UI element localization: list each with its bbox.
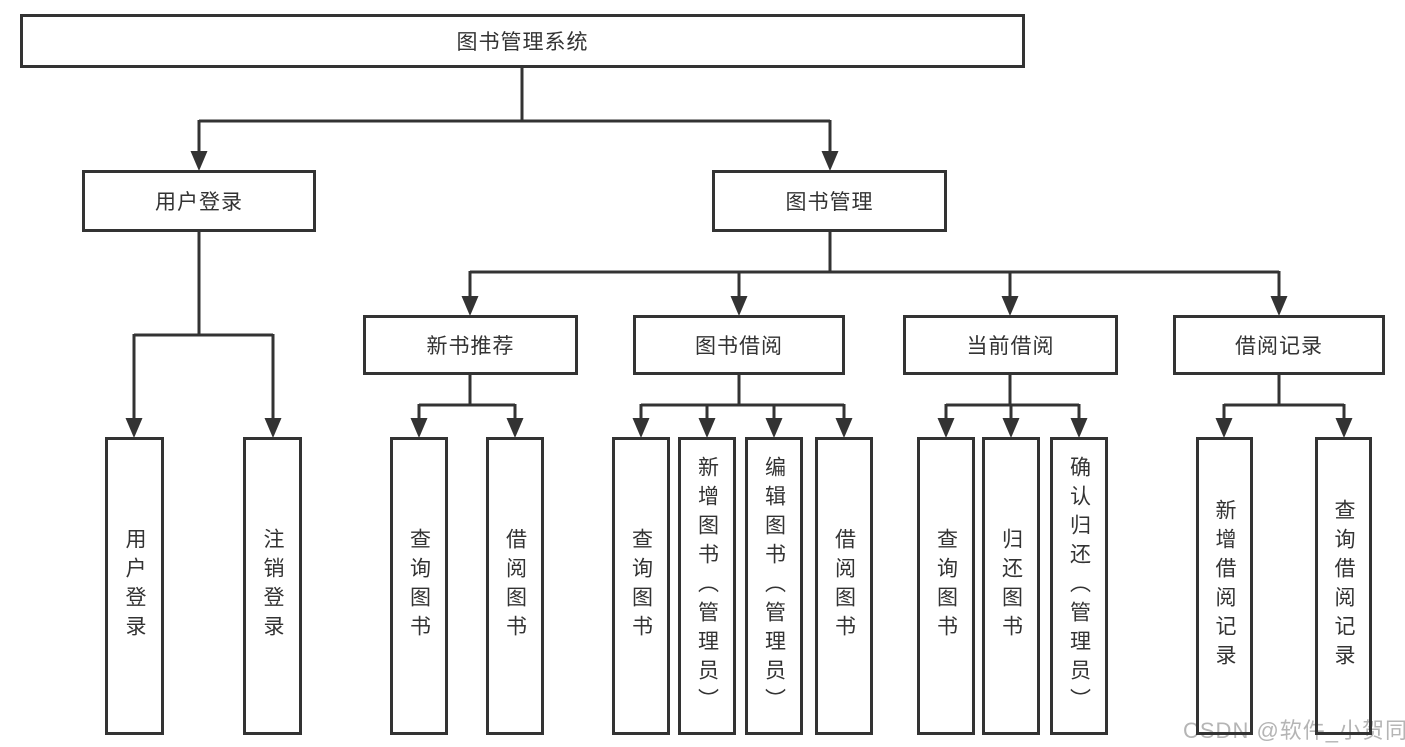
node-root: 图书管理系统	[20, 14, 1025, 68]
leaf-current-return-book: 归还图书	[982, 437, 1040, 735]
node-current-borrow-label: 当前借阅	[966, 335, 1055, 358]
node-user-login-branch: 用户登录	[82, 170, 316, 232]
edge-recommend-to-leaves	[410, 375, 524, 438]
leaf-user-login-label: 用户登录	[123, 528, 146, 644]
leaf-logout: 注销登录	[243, 437, 302, 735]
edge-userlogin-to-leaves	[125, 232, 282, 438]
leaf-borrow-edit-book-label: 编辑图书（管理员）	[762, 455, 786, 717]
node-book-borrow: 图书借阅	[633, 315, 845, 375]
leaf-recommend-borrow-book-label: 借阅图书	[503, 528, 527, 644]
leaf-borrow-query-book-label: 查询图书	[629, 528, 653, 644]
node-new-book-recommend-label: 新书推荐	[426, 335, 515, 358]
leaf-current-query-book: 查询图书	[917, 437, 975, 735]
leaf-record-query-label: 查询借阅记录	[1332, 499, 1355, 673]
leaf-recommend-query-book: 查询图书	[390, 437, 448, 735]
node-new-book-recommend: 新书推荐	[363, 315, 578, 375]
leaf-borrow-borrow-book: 借阅图书	[815, 437, 873, 735]
leaf-current-confirm-return: 确认归还（管理员）	[1050, 437, 1108, 735]
leaf-record-query: 查询借阅记录	[1315, 437, 1372, 735]
node-book-borrow-label: 图书借阅	[695, 335, 783, 358]
leaf-borrow-add-book-label: 新增图书（管理员）	[695, 455, 719, 717]
leaf-borrow-query-book: 查询图书	[612, 437, 670, 735]
leaf-borrow-borrow-book-label: 借阅图书	[832, 528, 856, 644]
leaf-user-login: 用户登录	[105, 437, 164, 735]
edge-root-to-level2	[190, 68, 839, 171]
node-book-management: 图书管理	[712, 170, 947, 232]
edge-current-to-leaves	[937, 375, 1088, 438]
node-borrow-record: 借阅记录	[1173, 315, 1385, 375]
leaf-recommend-borrow-book: 借阅图书	[486, 437, 544, 735]
edge-records-to-leaves	[1215, 375, 1353, 438]
node-current-borrow: 当前借阅	[903, 315, 1118, 375]
leaf-record-add-label: 新增借阅记录	[1213, 499, 1236, 673]
leaf-record-add: 新增借阅记录	[1196, 437, 1253, 735]
leaf-borrow-edit-book: 编辑图书（管理员）	[745, 437, 803, 735]
leaf-borrow-add-book: 新增图书（管理员）	[678, 437, 736, 735]
edge-bookmanagement-to-level3	[461, 232, 1288, 316]
node-book-management-label: 图书管理	[785, 191, 874, 214]
node-user-login-branch-label: 用户登录	[155, 191, 243, 214]
leaf-current-return-book-label: 归还图书	[999, 528, 1023, 644]
leaf-logout-label: 注销登录	[261, 528, 284, 644]
watermark: CSDN @软件_小贺同学	[1183, 718, 1405, 743]
node-borrow-record-label: 借阅记录	[1235, 335, 1323, 358]
edge-borrow-to-leaves	[632, 375, 853, 438]
leaf-recommend-query-book-label: 查询图书	[407, 528, 431, 644]
node-root-label: 图书管理系统	[456, 31, 589, 54]
leaf-current-confirm-return-label: 确认归还（管理员）	[1067, 455, 1091, 717]
leaf-current-query-book-label: 查询图书	[934, 528, 958, 644]
